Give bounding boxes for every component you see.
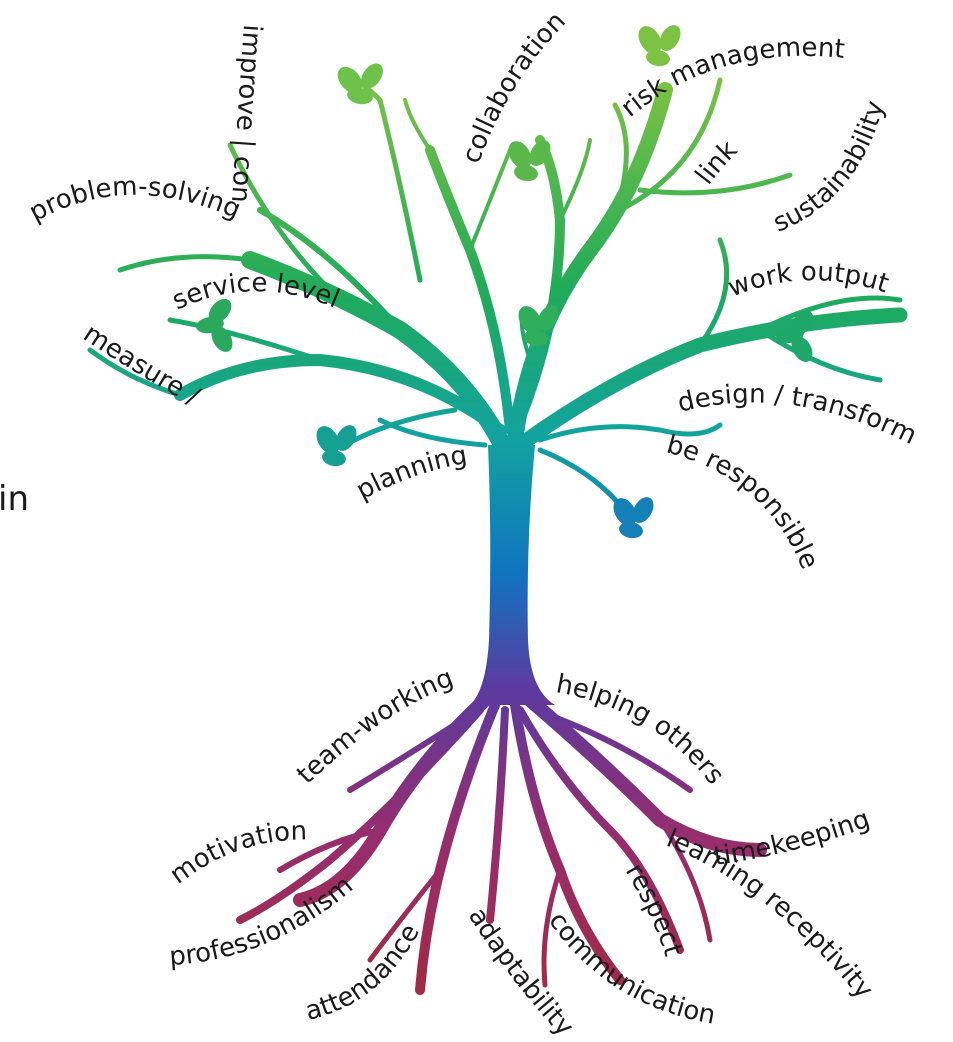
label-sustainability: sustainability xyxy=(769,97,891,238)
label-motivation: motivation xyxy=(164,816,307,890)
leaf-icon xyxy=(508,140,551,182)
label-be-responsible: be responsible xyxy=(663,430,824,574)
tree-illustration xyxy=(87,72,908,995)
edge-fragment-text: in xyxy=(0,479,29,519)
leaf-icon xyxy=(196,298,233,352)
label-problem-solving: problem-solving xyxy=(24,172,245,228)
leaf-icon xyxy=(776,310,814,362)
tree-trunk xyxy=(470,445,555,705)
label-attendance: attendance xyxy=(302,919,426,1027)
leaf-icon xyxy=(638,25,681,67)
leaf-icon xyxy=(518,305,559,347)
leaf-icon xyxy=(337,63,383,105)
label-professionalism: professionalism xyxy=(168,870,359,972)
label-design-transform: design / transform xyxy=(675,379,922,450)
label-link: link xyxy=(690,135,744,190)
leaf-icon xyxy=(613,497,654,539)
branch-labels: improve | control collaboration risk man… xyxy=(0,0,921,573)
label-team-working: team-working xyxy=(291,663,457,790)
label-respect: respect xyxy=(619,858,688,959)
label-planning: planning xyxy=(351,440,469,506)
leaf-icon xyxy=(316,425,357,467)
